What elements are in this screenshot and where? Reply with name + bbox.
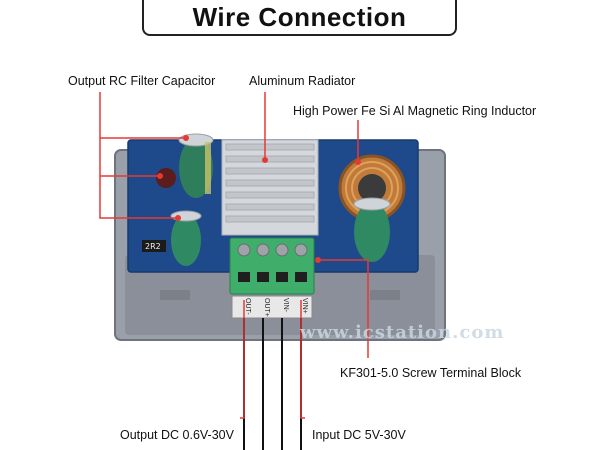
page-title: Wire Connection bbox=[192, 1, 407, 32]
label-rc-filter-capacitor: Output RC Filter Capacitor bbox=[68, 74, 216, 88]
terminal-sockets bbox=[238, 272, 307, 282]
capacitor-right-cap bbox=[353, 197, 391, 211]
pin-label-strip bbox=[231, 295, 313, 319]
case-frame-inner bbox=[125, 255, 435, 335]
pin-label-vin-plus: VIN+ bbox=[301, 298, 308, 314]
case-clip-left bbox=[160, 290, 190, 300]
chip-label: 2R2 bbox=[145, 242, 161, 251]
capacitor-bottom-body bbox=[171, 214, 201, 266]
pin-label-vin-minus: VIN- bbox=[282, 298, 289, 313]
label-input-dc: Input DC 5V-30V bbox=[312, 428, 406, 442]
inductor-core bbox=[358, 174, 386, 202]
capacitor-top-body bbox=[179, 138, 213, 198]
case-clip-right bbox=[370, 290, 400, 300]
label-magnetic-ring-inductor: High Power Fe Si Al Magnetic Ring Induct… bbox=[293, 104, 537, 118]
capacitor-top-stripe bbox=[205, 142, 211, 194]
heatsink-fins bbox=[225, 143, 315, 223]
title-box: Wire Connection bbox=[142, 0, 457, 36]
callout-lines bbox=[99, 92, 369, 419]
capacitor-right-body bbox=[354, 202, 390, 262]
terminal-screws bbox=[237, 243, 308, 257]
callout-dots bbox=[157, 135, 361, 263]
watermark-text: www.icstation.com bbox=[300, 322, 505, 343]
chip-2r2 bbox=[142, 240, 166, 252]
label-output-dc: Output DC 0.6V-30V bbox=[120, 428, 234, 442]
label-aluminum-radiator: Aluminum Radiator bbox=[249, 74, 356, 88]
terminal-block bbox=[229, 237, 315, 295]
small-capacitor bbox=[156, 168, 176, 188]
pin-label-out-minus: OUT- bbox=[244, 298, 251, 315]
pin-label-out-plus: OUT+ bbox=[263, 298, 270, 317]
label-screw-terminal-block: KF301-5.0 Screw Terminal Block bbox=[340, 366, 522, 380]
